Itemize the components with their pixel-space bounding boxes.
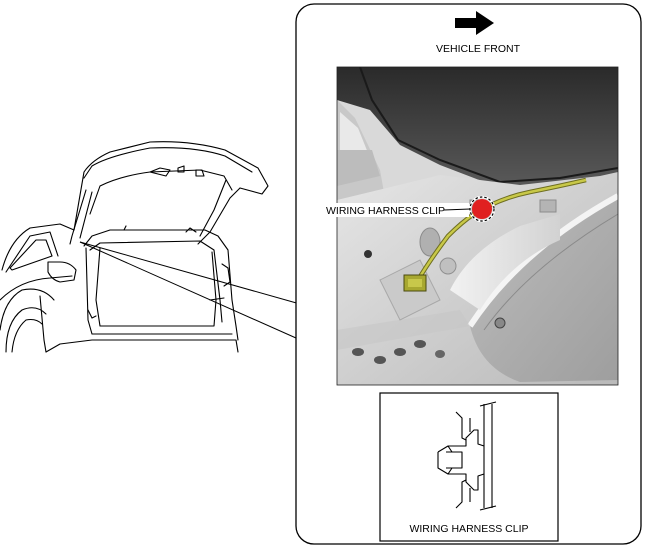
clip-detail-frame [379,392,559,542]
connector-icon [403,274,427,292]
clip-highlight-icon [468,195,496,223]
clip-detail-drawing [437,401,497,511]
direction-indicator: VEHICLE FRONT [436,11,521,55]
clip-callout-label: WIRING HARNESS CLIP [326,205,445,217]
leader-lines [79,241,301,339]
interior-photo [337,67,618,385]
direction-label: VEHICLE FRONT [436,43,521,55]
vehicle-rear-illustration [0,141,269,353]
photo-border [336,66,619,386]
clip-detail-caption: WIRING HARNESS CLIP [409,523,528,535]
arrow-right-icon [455,11,494,35]
clip-callout: WIRING HARNESS CLIP [324,203,471,217]
